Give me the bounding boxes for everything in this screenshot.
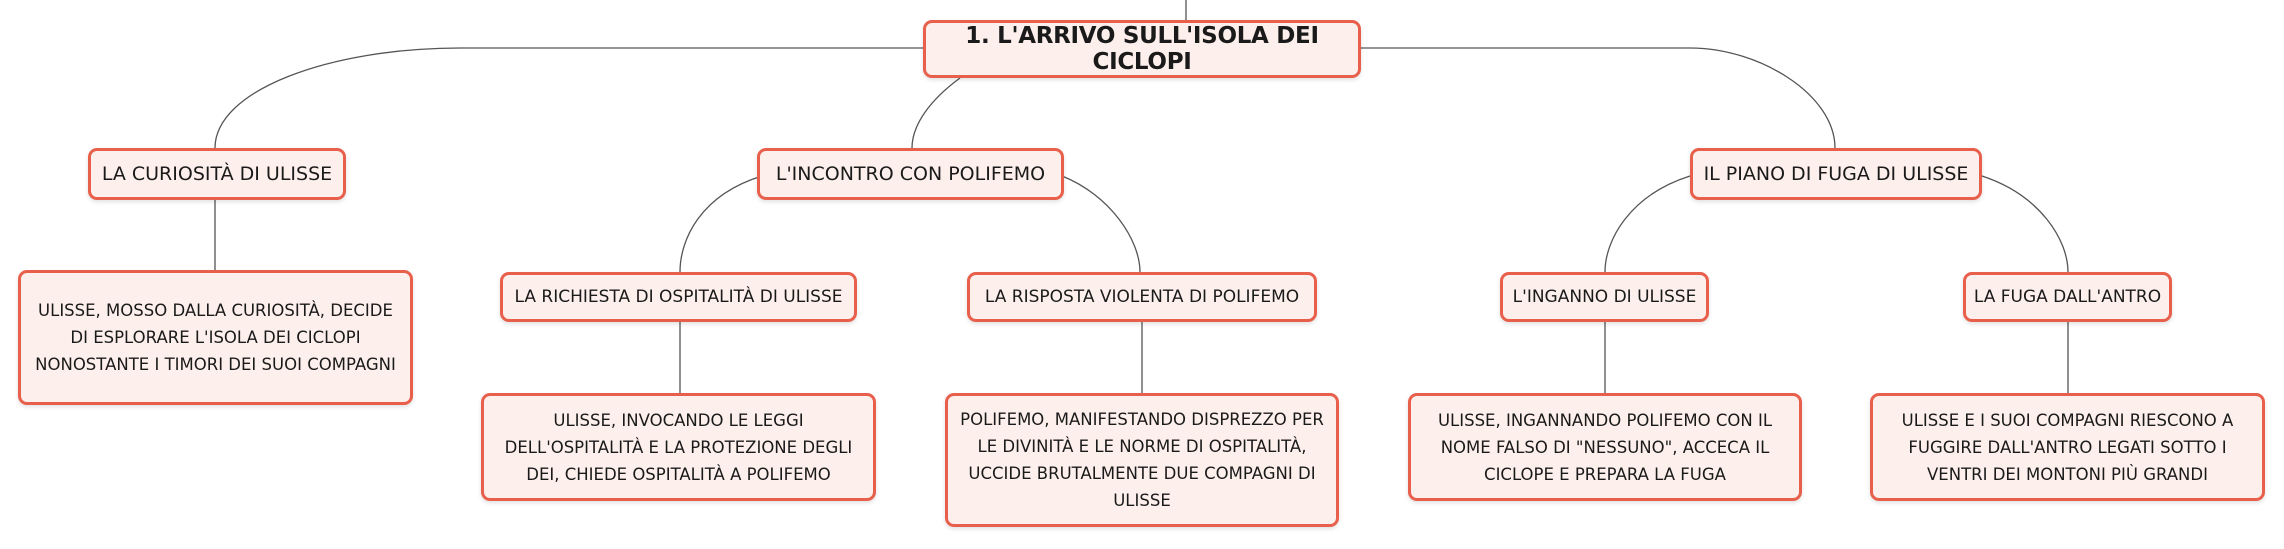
detail-text: ULISSE E I SUOI COMPAGNI RIESCONO A FUGG… [1901,410,2234,484]
detail-curiosita[interactable]: ULISSE, MOSSO DALLA CURIOSITÀ, DECIDE DI… [18,270,413,405]
detail-text: POLIFEMO, MANIFESTANDO DISPREZZO PER LE … [960,410,1324,510]
topic-label: IL PIANO DI FUGA DI ULISSE [1703,163,1969,185]
topic-label: LA CURIOSITÀ DI ULISSE [101,163,333,185]
subtopic-richiesta-ospitalita[interactable]: LA RICHIESTA DI OSPITALITÀ DI ULISSE [500,272,857,322]
subtopic-label: L'INGANNO DI ULISSE [1512,287,1697,307]
detail-text: ULISSE, INGANNANDO POLIFEMO CON IL NOME … [1437,410,1773,484]
subtopic-fuga-dall-antro[interactable]: LA FUGA DALL'ANTRO [1963,272,2172,322]
topic-curiosita-di-ulisse[interactable]: LA CURIOSITÀ DI ULISSE [88,148,346,200]
root-topic-label: 1. L'ARRIVO SULL'ISOLA DEI CICLOPI [965,23,1319,75]
subtopic-label: LA RISPOSTA VIOLENTA DI POLIFEMO [984,287,1300,307]
root-topic[interactable]: 1. L'ARRIVO SULL'ISOLA DEI CICLOPI [923,20,1361,78]
detail-fuga[interactable]: ULISSE E I SUOI COMPAGNI RIESCONO A FUGG… [1870,393,2265,501]
subtopic-label: LA RICHIESTA DI OSPITALITÀ DI ULISSE [514,287,843,307]
subtopic-risposta-violenta[interactable]: LA RISPOSTA VIOLENTA DI POLIFEMO [967,272,1317,322]
detail-inganno[interactable]: ULISSE, INGANNANDO POLIFEMO CON IL NOME … [1408,393,1802,501]
detail-text: ULISSE, INVOCANDO LE LEGGI DELL'OSPITALI… [504,410,853,484]
topic-incontro-con-polifemo[interactable]: L'INCONTRO CON POLIFEMO [757,148,1064,200]
subtopic-label: LA FUGA DALL'ANTRO [1973,287,2162,307]
detail-richiesta-ospitalita[interactable]: ULISSE, INVOCANDO LE LEGGI DELL'OSPITALI… [481,393,876,501]
subtopic-inganno-di-ulisse[interactable]: L'INGANNO DI ULISSE [1500,272,1709,322]
detail-text: ULISSE, MOSSO DALLA CURIOSITÀ, DECIDE DI… [35,301,396,374]
topic-label: L'INCONTRO CON POLIFEMO [775,163,1046,185]
detail-risposta-violenta[interactable]: POLIFEMO, MANIFESTANDO DISPREZZO PER LE … [945,393,1339,527]
topic-piano-di-fuga[interactable]: IL PIANO DI FUGA DI ULISSE [1690,148,1982,200]
